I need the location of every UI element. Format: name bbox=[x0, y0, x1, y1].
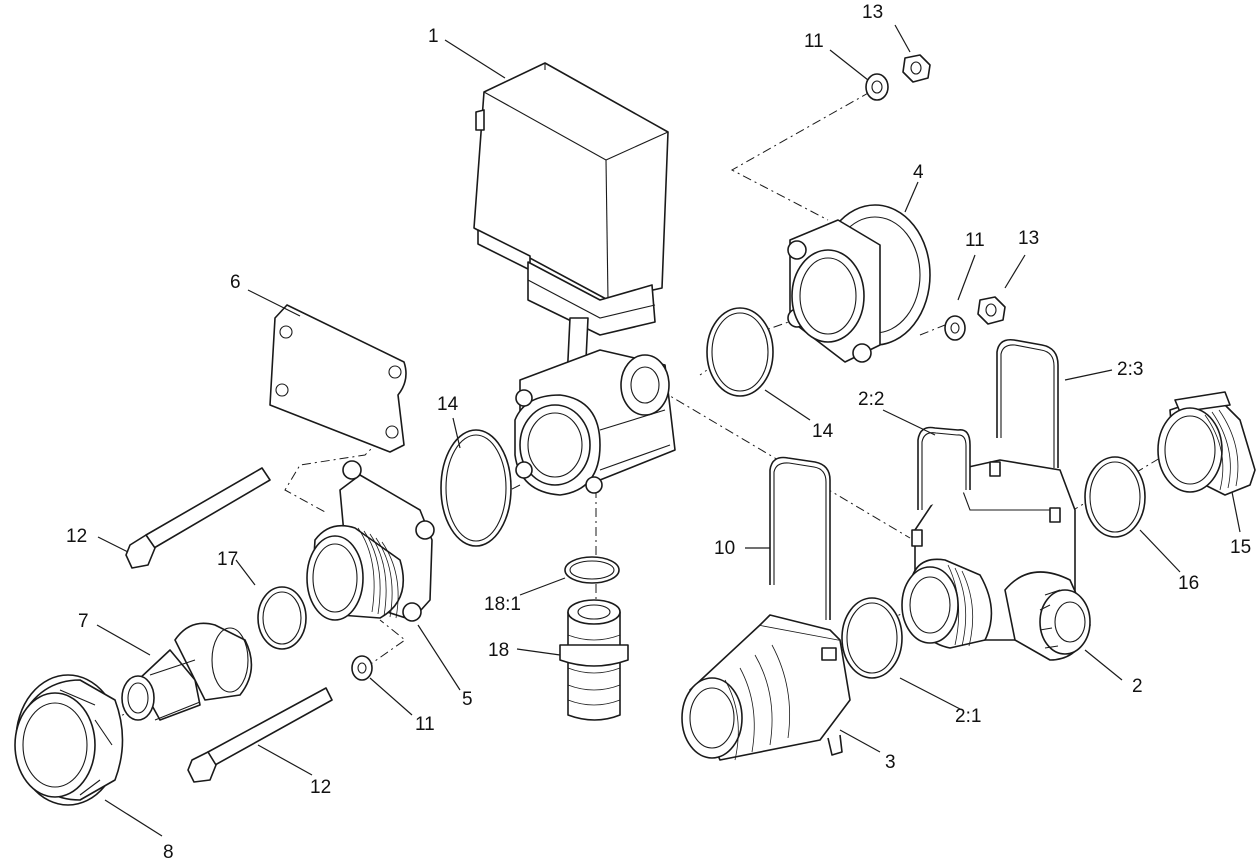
valve-body-part-2 bbox=[901, 459, 1091, 661]
callout-2-2: 2:2 bbox=[858, 389, 884, 410]
actuator-part-1 bbox=[473, 62, 676, 496]
callout-15: 15 bbox=[1230, 537, 1251, 558]
callout-5: 5 bbox=[462, 689, 473, 710]
callout-11-bottom: 11 bbox=[415, 714, 435, 735]
hose-connector-part-3 bbox=[681, 614, 851, 761]
callout-11-mid: 11 bbox=[965, 230, 985, 251]
o-rings bbox=[257, 307, 1146, 679]
washer-nut-mid bbox=[944, 296, 1006, 341]
callout-13-mid: 13 bbox=[1018, 228, 1039, 249]
washer-lower bbox=[351, 655, 373, 681]
hose-fitting-part-7 bbox=[121, 622, 253, 721]
clip-part-10 bbox=[769, 456, 831, 620]
adapter-part-15 bbox=[1157, 391, 1256, 496]
callout-14-right: 14 bbox=[812, 421, 834, 442]
callout-18: 18 bbox=[488, 640, 509, 661]
callout-11-top: 11 bbox=[804, 31, 824, 52]
callout-3: 3 bbox=[885, 752, 896, 773]
callout-6: 6 bbox=[230, 272, 241, 293]
washer-nut-top bbox=[865, 54, 931, 101]
callout-16: 16 bbox=[1178, 573, 1199, 594]
callout-2-1: 2:1 bbox=[955, 706, 981, 727]
callout-2-3: 2:3 bbox=[1117, 359, 1143, 380]
callout-12-upper: 12 bbox=[66, 526, 87, 547]
hose-barb-part-18 bbox=[559, 599, 629, 721]
callout-labels: 1 2 2:1 2:2 2:3 3 4 5 6 7 8 10 11 11 11 … bbox=[66, 2, 1251, 863]
threaded-adapter-part-5 bbox=[306, 460, 435, 622]
callout-17: 17 bbox=[217, 549, 238, 570]
callout-7: 7 bbox=[78, 611, 89, 632]
callout-2: 2 bbox=[1132, 676, 1143, 697]
gasket-plate-part-6 bbox=[269, 304, 407, 453]
callout-14-left: 14 bbox=[437, 394, 459, 415]
callout-4: 4 bbox=[913, 162, 924, 183]
clip-part-2-2 bbox=[917, 426, 971, 510]
callout-13-top: 13 bbox=[862, 2, 883, 23]
callout-1: 1 bbox=[428, 26, 439, 47]
clip-part-2-3 bbox=[996, 338, 1059, 468]
bolt-upper-part-12 bbox=[125, 467, 271, 569]
flange-part-4 bbox=[787, 204, 931, 363]
callout-12-lower: 12 bbox=[310, 777, 331, 798]
callout-8: 8 bbox=[163, 842, 174, 863]
callout-10: 10 bbox=[714, 538, 735, 559]
leader-lines bbox=[96, 24, 1241, 837]
callout-18-1: 18:1 bbox=[484, 594, 521, 615]
union-nut-part-8 bbox=[14, 674, 124, 806]
bolt-lower-part-12 bbox=[187, 687, 333, 783]
